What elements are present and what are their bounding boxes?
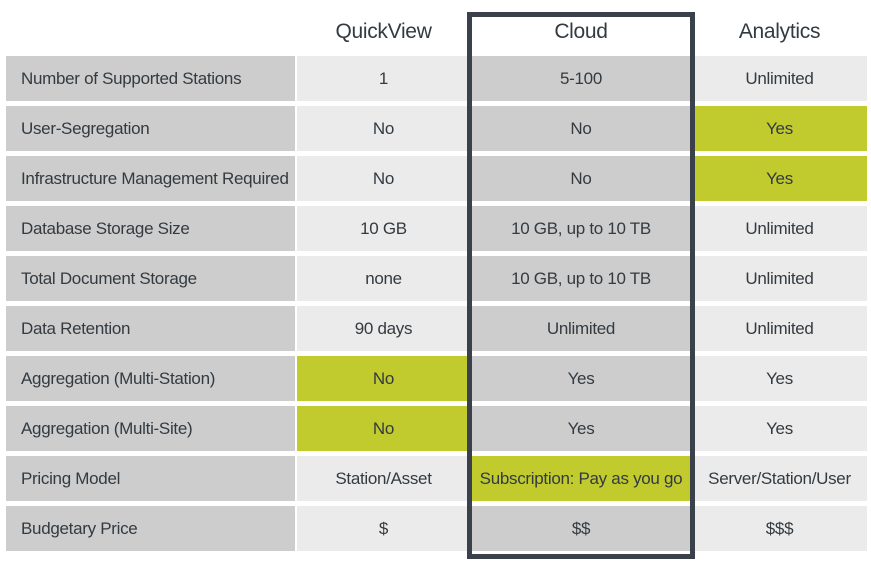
corner-spacer [6, 0, 295, 51]
cell-analytics: Server/Station/User [692, 456, 867, 501]
row-label: Database Storage Size [6, 206, 295, 251]
cell-analytics: Unlimited [692, 306, 867, 351]
column-header-quickview: QuickView [335, 20, 432, 43]
comparison-table: QuickView Cloud Analytics Number of Supp… [6, 0, 867, 551]
cell-quickview: No [297, 106, 470, 151]
cell-cloud: Subscription: Pay as you go [472, 456, 690, 501]
cell-cloud: $$ [472, 506, 690, 551]
cell-cloud: No [472, 106, 690, 151]
cell-analytics: Yes [692, 356, 867, 401]
cell-analytics: $$$ [692, 506, 867, 551]
cell-quickview: 10 GB [297, 206, 470, 251]
row-label: Budgetary Price [6, 506, 295, 551]
cell-quickview: No [297, 356, 470, 401]
cell-quickview: Station/Asset [297, 456, 470, 501]
cell-quickview: No [297, 156, 470, 201]
cell-analytics: Unlimited [692, 206, 867, 251]
cell-quickview: 1 [297, 56, 470, 101]
cell-quickview: $ [297, 506, 470, 551]
cell-cloud: 10 GB, up to 10 TB [472, 256, 690, 301]
cell-analytics: Yes [692, 156, 867, 201]
cell-quickview: none [297, 256, 470, 301]
cell-cloud: 10 GB, up to 10 TB [472, 206, 690, 251]
cell-cloud: Yes [472, 406, 690, 451]
cell-quickview: 90 days [297, 306, 470, 351]
cell-analytics: Yes [692, 106, 867, 151]
row-label: Total Document Storage [6, 256, 295, 301]
row-label: Data Retention [6, 306, 295, 351]
row-label: User-Segregation [6, 106, 295, 151]
row-label: Aggregation (Multi-Station) [6, 356, 295, 401]
column-header-cloud: Cloud [554, 20, 608, 43]
row-label: Pricing Model [6, 456, 295, 501]
cell-cloud: Yes [472, 356, 690, 401]
cell-cloud: No [472, 156, 690, 201]
column-header-analytics: Analytics [738, 20, 821, 43]
cell-analytics: Unlimited [692, 256, 867, 301]
cell-cloud: 5-100 [472, 56, 690, 101]
row-label: Number of Supported Stations [6, 56, 295, 101]
cell-analytics: Unlimited [692, 56, 867, 101]
row-label: Aggregation (Multi-Site) [6, 406, 295, 451]
cell-quickview: No [297, 406, 470, 451]
cell-analytics: Yes [692, 406, 867, 451]
cell-cloud: Unlimited [472, 306, 690, 351]
row-label: Infrastructure Management Required [6, 156, 295, 201]
